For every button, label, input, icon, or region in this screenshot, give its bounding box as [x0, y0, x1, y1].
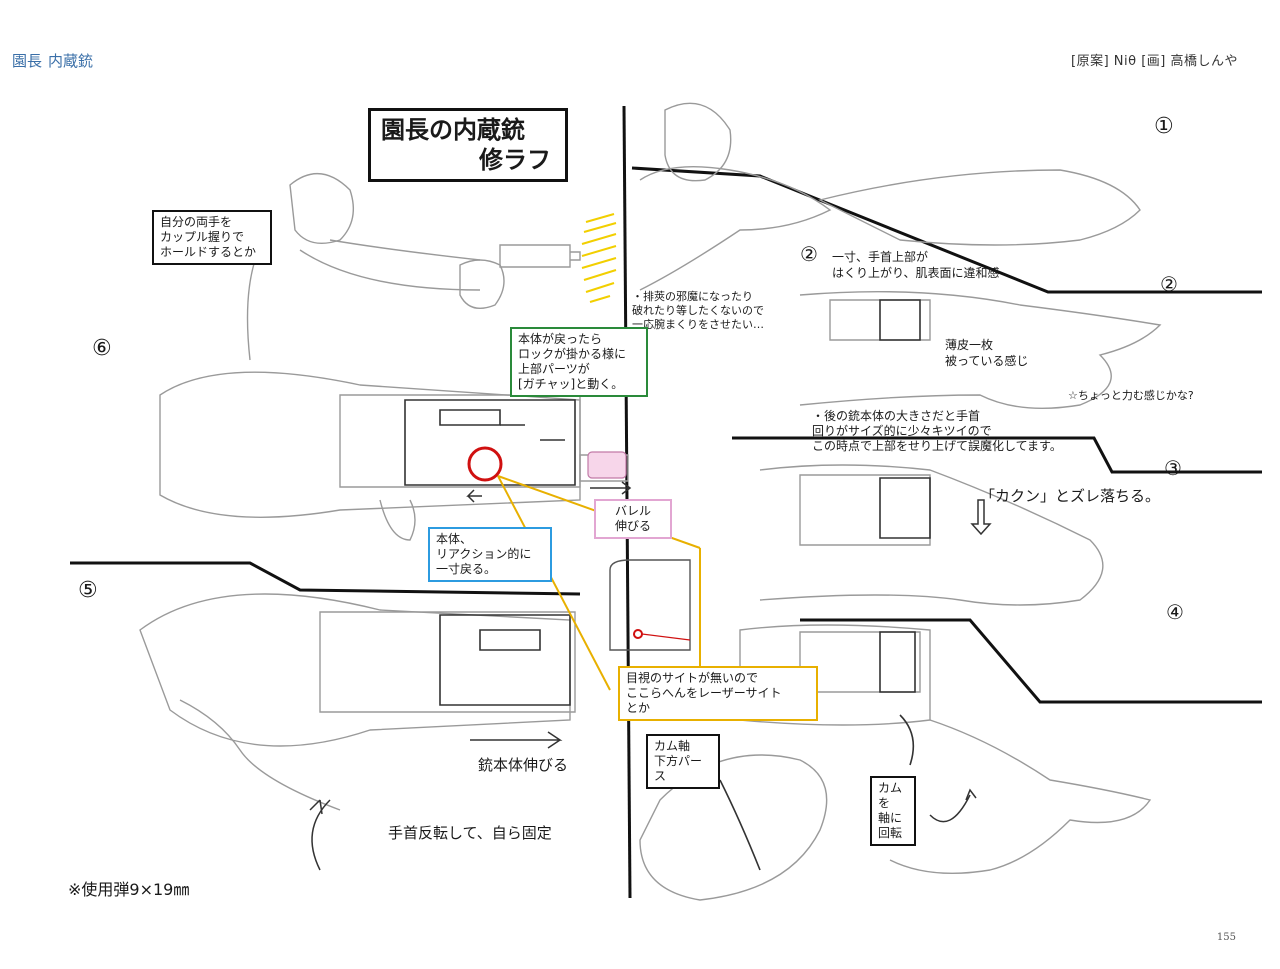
- laser-sight-note: 目視のサイトが無いので ここらへんをレーザーサイト とか: [618, 666, 818, 721]
- panel3-number: ③: [1164, 456, 1182, 480]
- chapter-heading: 園長内蔵銃: [12, 50, 93, 71]
- title-line1: 園長の内蔵銃: [381, 116, 525, 144]
- panel1-note: ・排莢の邪魔になったり 破れたり等したくないので 一応腕まくりをさせたい…: [632, 290, 764, 331]
- panel5-number: ⑤: [78, 578, 98, 603]
- cam-rotate-note: カムを 軸に 回転: [870, 776, 916, 846]
- extend-note: 銃本体伸びる: [478, 756, 569, 774]
- panel3-note: 「カクン」とズレ落ちる。: [980, 487, 1161, 505]
- panel2-number-a: ②: [800, 242, 818, 266]
- panel1-number: ①: [1154, 114, 1174, 139]
- ammo-note: ※使用弾9×19㎜: [68, 880, 190, 899]
- panel2-skin-note: 薄皮一枚 被っている感じ: [945, 338, 1029, 368]
- motion-arrows: [309, 481, 992, 871]
- panel2-top-note: 一寸、手首上部が はくり上がり、肌表面に違和感: [832, 250, 1000, 280]
- chapter-label: 園長: [12, 52, 43, 70]
- panel6-number: ⑥: [92, 336, 112, 361]
- title-line2: 修ラフ: [479, 146, 551, 174]
- mechanism-lines: [404, 299, 931, 871]
- lock-note: 本体が戻ったら ロックが掛かる様に 上部パーツが [ガチャッ]と動く。: [510, 327, 648, 397]
- panel2-bottom-note: ・後の銃本体の大きさだと手首 回りがサイズ的に少々キツイので この時点で上部をせ…: [812, 409, 1062, 453]
- credits: [原案] Niθ [画] 高橋しんや: [1071, 54, 1238, 69]
- page-number: 155: [1216, 932, 1236, 943]
- wrist-note: 手首反転して、自ら固定: [388, 824, 552, 842]
- chapter-title: 内蔵銃: [48, 52, 94, 70]
- cam-axis-note: カム軸 下方パース: [646, 734, 720, 789]
- laser-inset: [609, 559, 691, 651]
- panel2-tense-note: ☆ちょっと力む感じかな?: [1068, 389, 1194, 402]
- barrel-highlight: [587, 451, 627, 479]
- impact-shading: [581, 213, 617, 303]
- hold-note: 自分の両手を カップル握りで ホールドするとか: [152, 210, 272, 265]
- red-circle-marker: [467, 446, 503, 482]
- panel2-number-b: ②: [1160, 272, 1178, 296]
- sketch-title-box: 園長の内蔵銃 修ラフ: [368, 108, 568, 182]
- recoil-note: 本体、 リアクション的に 一寸戻る。: [428, 527, 552, 582]
- panel4-number: ④: [1166, 600, 1184, 624]
- barrel-note: バレル 伸びる: [594, 499, 672, 539]
